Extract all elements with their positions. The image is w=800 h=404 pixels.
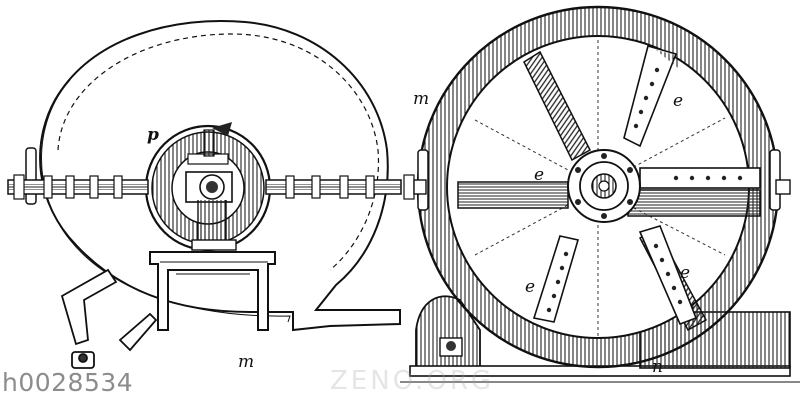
- left-hub: [144, 122, 272, 252]
- casing-inner-edge: [41, 79, 291, 323]
- label-e-top: e: [673, 91, 683, 111]
- wheel-hub: [567, 149, 641, 223]
- left-fan-casing: [25, 20, 401, 332]
- label-e-center: e: [534, 165, 544, 185]
- label-e-lower-right: e: [680, 263, 690, 283]
- left-foot-lever: [60, 268, 158, 369]
- watermark-id: h0028534: [2, 368, 134, 397]
- label-m-top: m: [413, 89, 429, 109]
- left-side-plate: [25, 147, 37, 205]
- watermark-faint: ZENO.ORG: [330, 366, 495, 396]
- label-m-bottom: m: [238, 352, 254, 372]
- left-shaft: [7, 174, 415, 200]
- casing-dashed-line: [57, 33, 380, 271]
- right-shaft: [413, 179, 791, 195]
- label-n: n: [652, 357, 663, 377]
- outer-casing-outline: [39, 20, 401, 332]
- label-p: p: [147, 125, 159, 145]
- label-e-lower-left: e: [525, 277, 535, 297]
- left-base-frame: [149, 251, 276, 331]
